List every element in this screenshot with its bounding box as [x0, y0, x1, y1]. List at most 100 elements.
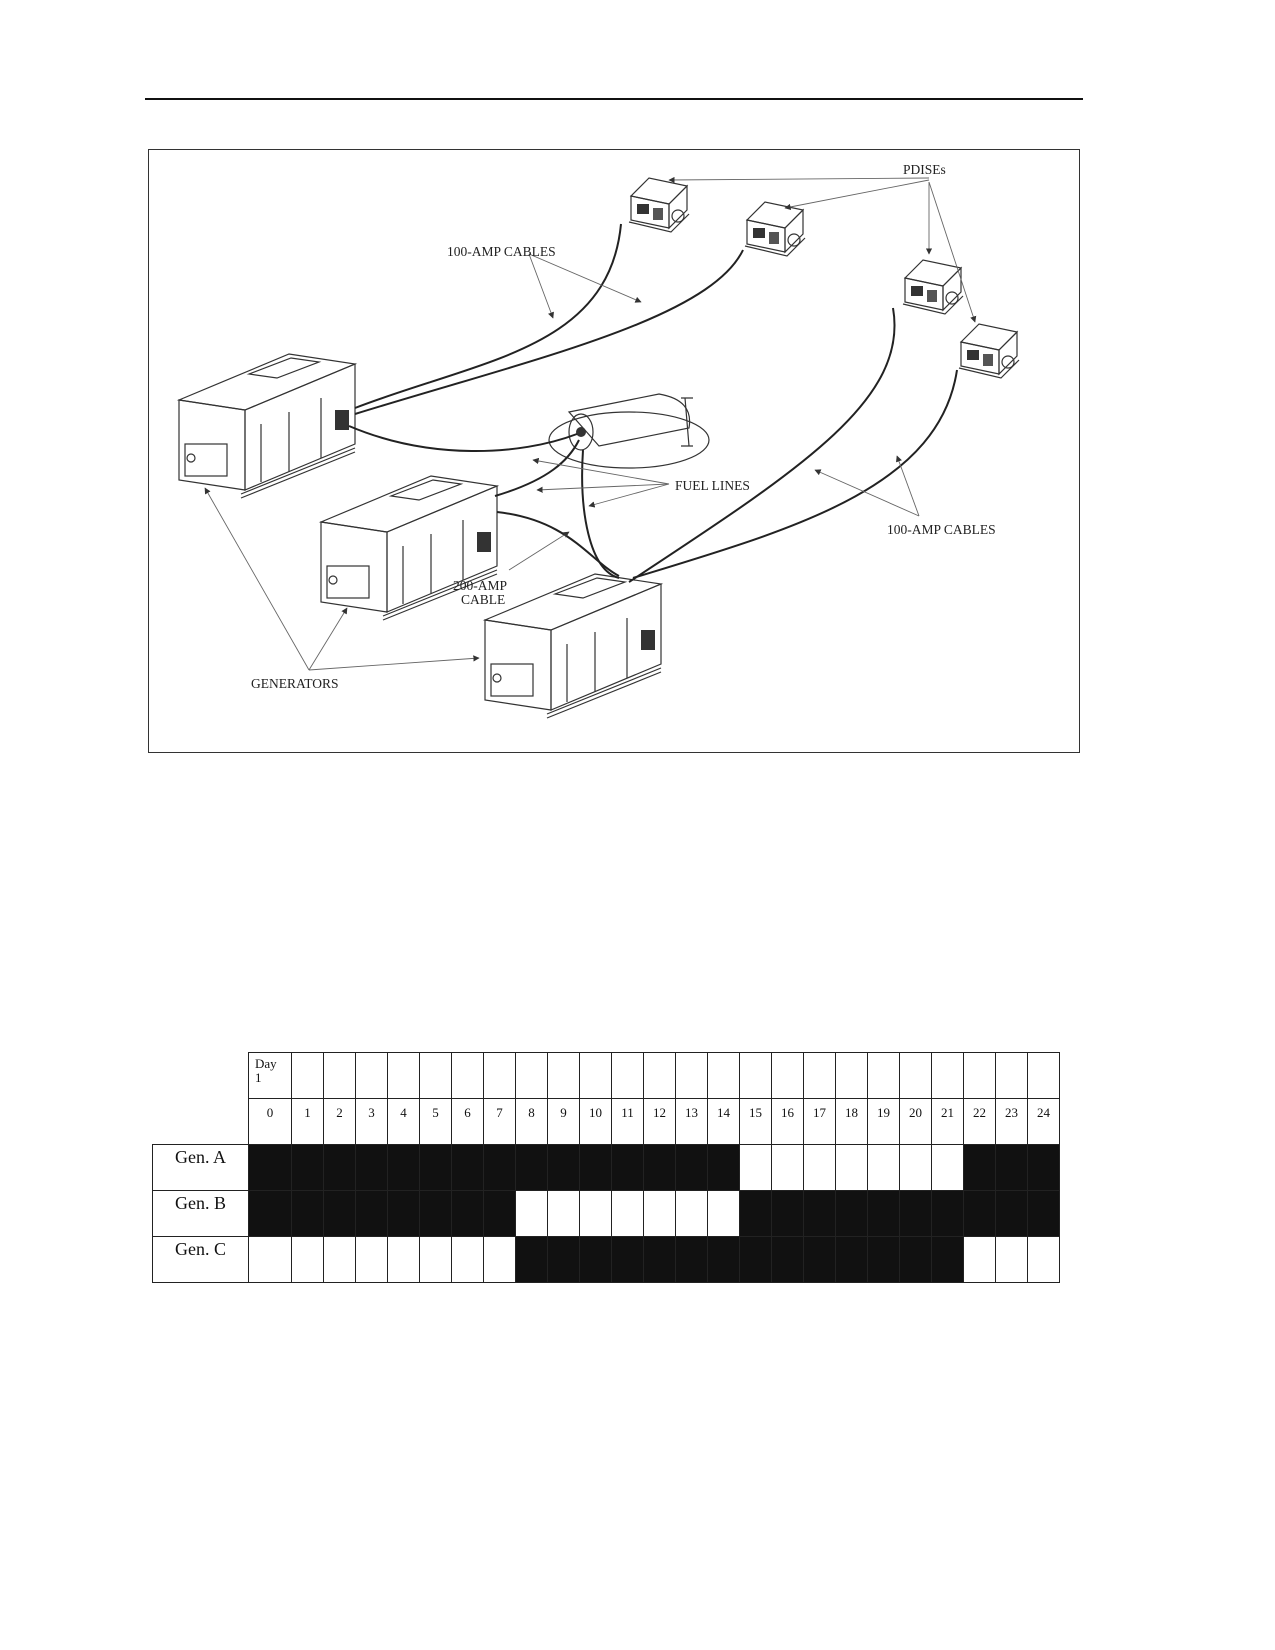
- header-blank-cell: [547, 1052, 580, 1099]
- header-blank-cell: [291, 1052, 324, 1099]
- header-blank-cell: [323, 1052, 356, 1099]
- running-hour-cell: [611, 1236, 644, 1283]
- hour-header-cell: 12: [643, 1098, 676, 1145]
- hour-header-cell: 1: [291, 1098, 324, 1145]
- running-hour-cell: [963, 1144, 996, 1191]
- label-100amp-cables-right: 100-AMP CABLES: [887, 522, 996, 537]
- header-blank-cell: [931, 1052, 964, 1099]
- running-hour-cell: [547, 1144, 580, 1191]
- idle-hour-cell: [323, 1236, 356, 1283]
- hour-header-cell: 21: [931, 1098, 964, 1145]
- schedule-header-top: Day 1: [153, 1052, 1060, 1099]
- idle-hour-cell: [291, 1236, 324, 1283]
- idle-hour-cell: [1027, 1236, 1060, 1283]
- header-blank-cell: [483, 1052, 516, 1099]
- running-hour-cell: [867, 1190, 900, 1237]
- running-hour-cell: [515, 1236, 548, 1283]
- label-100amp-cables-top: 100-AMP CABLES: [447, 244, 556, 259]
- idle-hour-cell: [451, 1236, 484, 1283]
- generator-3: [482, 573, 664, 719]
- generator-layout-illustration: PDISEs 100-AMP CABLES FUEL LINES 100-AMP…: [176, 162, 1020, 719]
- hour-header-cell: 19: [867, 1098, 900, 1145]
- header-blank-cell: [675, 1052, 708, 1099]
- running-hour-cell: [248, 1144, 292, 1191]
- generator-2: [318, 475, 500, 621]
- running-hour-cell: [771, 1236, 804, 1283]
- running-hour-cell: [739, 1236, 772, 1283]
- running-hour-cell: [291, 1144, 324, 1191]
- header-blank-cell: [867, 1052, 900, 1099]
- running-hour-cell: [323, 1144, 356, 1191]
- idle-hour-cell: [995, 1236, 1028, 1283]
- idle-hour-cell: [675, 1190, 708, 1237]
- running-hour-cell: [419, 1144, 452, 1191]
- idle-hour-cell: [899, 1144, 932, 1191]
- table-row: Gen. B: [152, 1190, 1060, 1237]
- hour-header-cell: 11: [611, 1098, 644, 1145]
- table-row: Gen. A: [152, 1144, 1060, 1191]
- running-hour-cell: [675, 1144, 708, 1191]
- day-label-cell: Day 1: [248, 1052, 292, 1099]
- idle-hour-cell: [419, 1236, 452, 1283]
- hour-header-cell: 18: [835, 1098, 868, 1145]
- day-label: Day: [255, 1056, 277, 1071]
- idle-hour-cell: [963, 1236, 996, 1283]
- corner-cell: [153, 1053, 249, 1099]
- header-blank-cell: [611, 1052, 644, 1099]
- header-blank-cell: [515, 1052, 548, 1099]
- label-fuel-lines: FUEL LINES: [675, 478, 750, 493]
- hour-header-cell: 10: [579, 1098, 612, 1145]
- running-hour-cell: [899, 1190, 932, 1237]
- header-blank-cell: [1027, 1052, 1060, 1099]
- cable-gen3-pdise3: [628, 307, 896, 583]
- hour-header-cell: 4: [387, 1098, 420, 1145]
- hour-header-cell: 8: [515, 1098, 548, 1145]
- hour-header-cell: 22: [963, 1098, 996, 1145]
- label-pdises: PDISEs: [903, 162, 946, 177]
- generator-label: Gen. C: [152, 1236, 249, 1283]
- top-rule: [145, 98, 1083, 100]
- corner-cell: [153, 1099, 249, 1145]
- pdise-unit-4: [958, 323, 1020, 379]
- hour-header-cell: 15: [739, 1098, 772, 1145]
- header-blank-cell: [451, 1052, 484, 1099]
- running-hour-cell: [248, 1190, 292, 1237]
- idle-hour-cell: [248, 1236, 292, 1283]
- header-blank-cell: [707, 1052, 740, 1099]
- header-blank-cell: [835, 1052, 868, 1099]
- hour-header-cell: 20: [899, 1098, 932, 1145]
- idle-hour-cell: [707, 1190, 740, 1237]
- header-blank-cell: [771, 1052, 804, 1099]
- header-blank-cell: [995, 1052, 1028, 1099]
- hour-header-cell: 13: [675, 1098, 708, 1145]
- hour-header-cell: 5: [419, 1098, 452, 1145]
- generator-layout-figure: PDISEs 100-AMP CABLES FUEL LINES 100-AMP…: [148, 149, 1080, 753]
- hour-header-cell: 23: [995, 1098, 1028, 1145]
- idle-hour-cell: [355, 1236, 388, 1283]
- running-hour-cell: [387, 1144, 420, 1191]
- running-hour-cell: [611, 1144, 644, 1191]
- running-hour-cell: [867, 1236, 900, 1283]
- hour-header-cell: 6: [451, 1098, 484, 1145]
- header-blank-cell: [899, 1052, 932, 1099]
- cable-200amp: [496, 511, 620, 577]
- running-hour-cell: [995, 1144, 1028, 1191]
- running-hour-cell: [835, 1236, 868, 1283]
- running-hour-cell: [835, 1190, 868, 1237]
- idle-hour-cell: [835, 1144, 868, 1191]
- pdise-unit-1: [628, 177, 690, 233]
- running-hour-cell: [355, 1190, 388, 1237]
- label-generators: GENERATORS: [251, 676, 339, 691]
- header-blank-cell: [643, 1052, 676, 1099]
- idle-hour-cell: [931, 1144, 964, 1191]
- header-blank-cell: [739, 1052, 772, 1099]
- label-200amp-line2: CABLE: [461, 592, 505, 607]
- fuel-tank: [548, 393, 710, 469]
- label-200amp-line1: 200-AMP: [453, 578, 507, 593]
- generator-label: Gen. A: [152, 1144, 249, 1191]
- running-hour-cell: [707, 1144, 740, 1191]
- idle-hour-cell: [771, 1144, 804, 1191]
- idle-hour-cell: [547, 1190, 580, 1237]
- running-hour-cell: [803, 1190, 836, 1237]
- hour-header-cell: 7: [483, 1098, 516, 1145]
